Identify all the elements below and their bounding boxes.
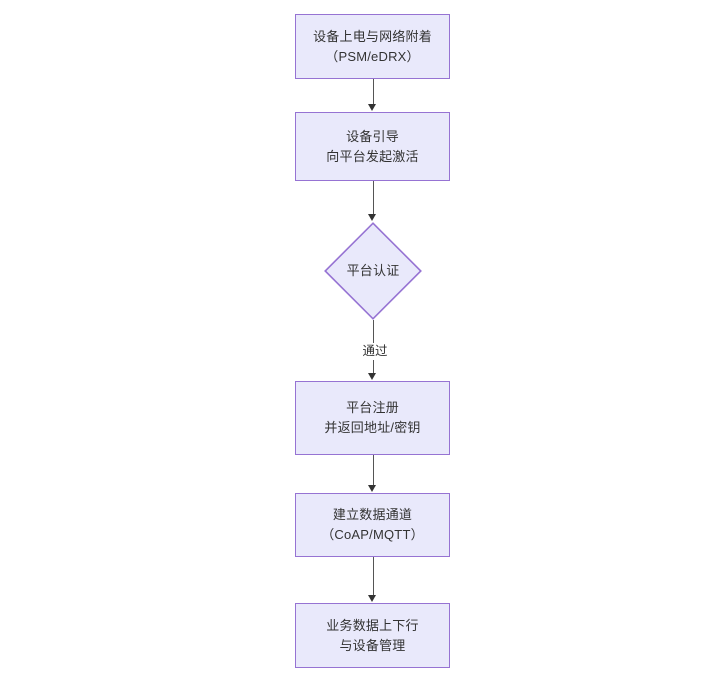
node-business-data-and-management[interactable]: 业务数据上下行 与设备管理 (295, 603, 450, 668)
node-label-line: 设备上电与网络附着 (313, 28, 432, 44)
node-label-line: 并返回地址/密钥 (324, 420, 421, 435)
arrowhead-n3-n4 (368, 373, 376, 380)
edge-n4-n5 (372, 455, 374, 486)
node-label-line: 向平台发起激活 (326, 148, 419, 164)
node-label-line: 平台认证 (346, 263, 400, 278)
edge-n2-n3 (372, 181, 374, 215)
node-label-line: 设备引导 (346, 128, 399, 144)
node-label-line: 平台注册 (346, 400, 399, 415)
edge-n5-n6 (372, 557, 374, 596)
arrowhead-n2-n3 (368, 214, 376, 221)
node-data-channel[interactable]: 建立数据通道 （CoAP/MQTT） (295, 493, 450, 557)
node-label-line: 业务数据上下行 (326, 617, 419, 633)
edge-n1-n2 (372, 79, 374, 105)
node-label-line: （CoAP/MQTT） (321, 527, 424, 542)
diamond-shape (324, 222, 422, 320)
node-label-line: 与设备管理 (339, 637, 406, 653)
node-device-power-on[interactable]: 设备上电与网络附着 （PSM/eDRX） (295, 14, 450, 79)
node-device-bootstrap[interactable]: 设备引导 向平台发起激活 (295, 112, 450, 181)
node-label-line: 建立数据通道 (332, 507, 413, 522)
edge-label-pass: 通过 (357, 343, 393, 360)
arrowhead-n5-n6 (368, 595, 376, 602)
node-platform-auth-decision[interactable]: 平台认证 (324, 222, 422, 320)
arrowhead-n1-n2 (368, 104, 376, 111)
node-platform-registration[interactable]: 平台注册 并返回地址/密钥 (295, 381, 450, 455)
node-label-line: （PSM/eDRX） (325, 48, 420, 64)
arrowhead-n4-n5 (368, 485, 376, 492)
